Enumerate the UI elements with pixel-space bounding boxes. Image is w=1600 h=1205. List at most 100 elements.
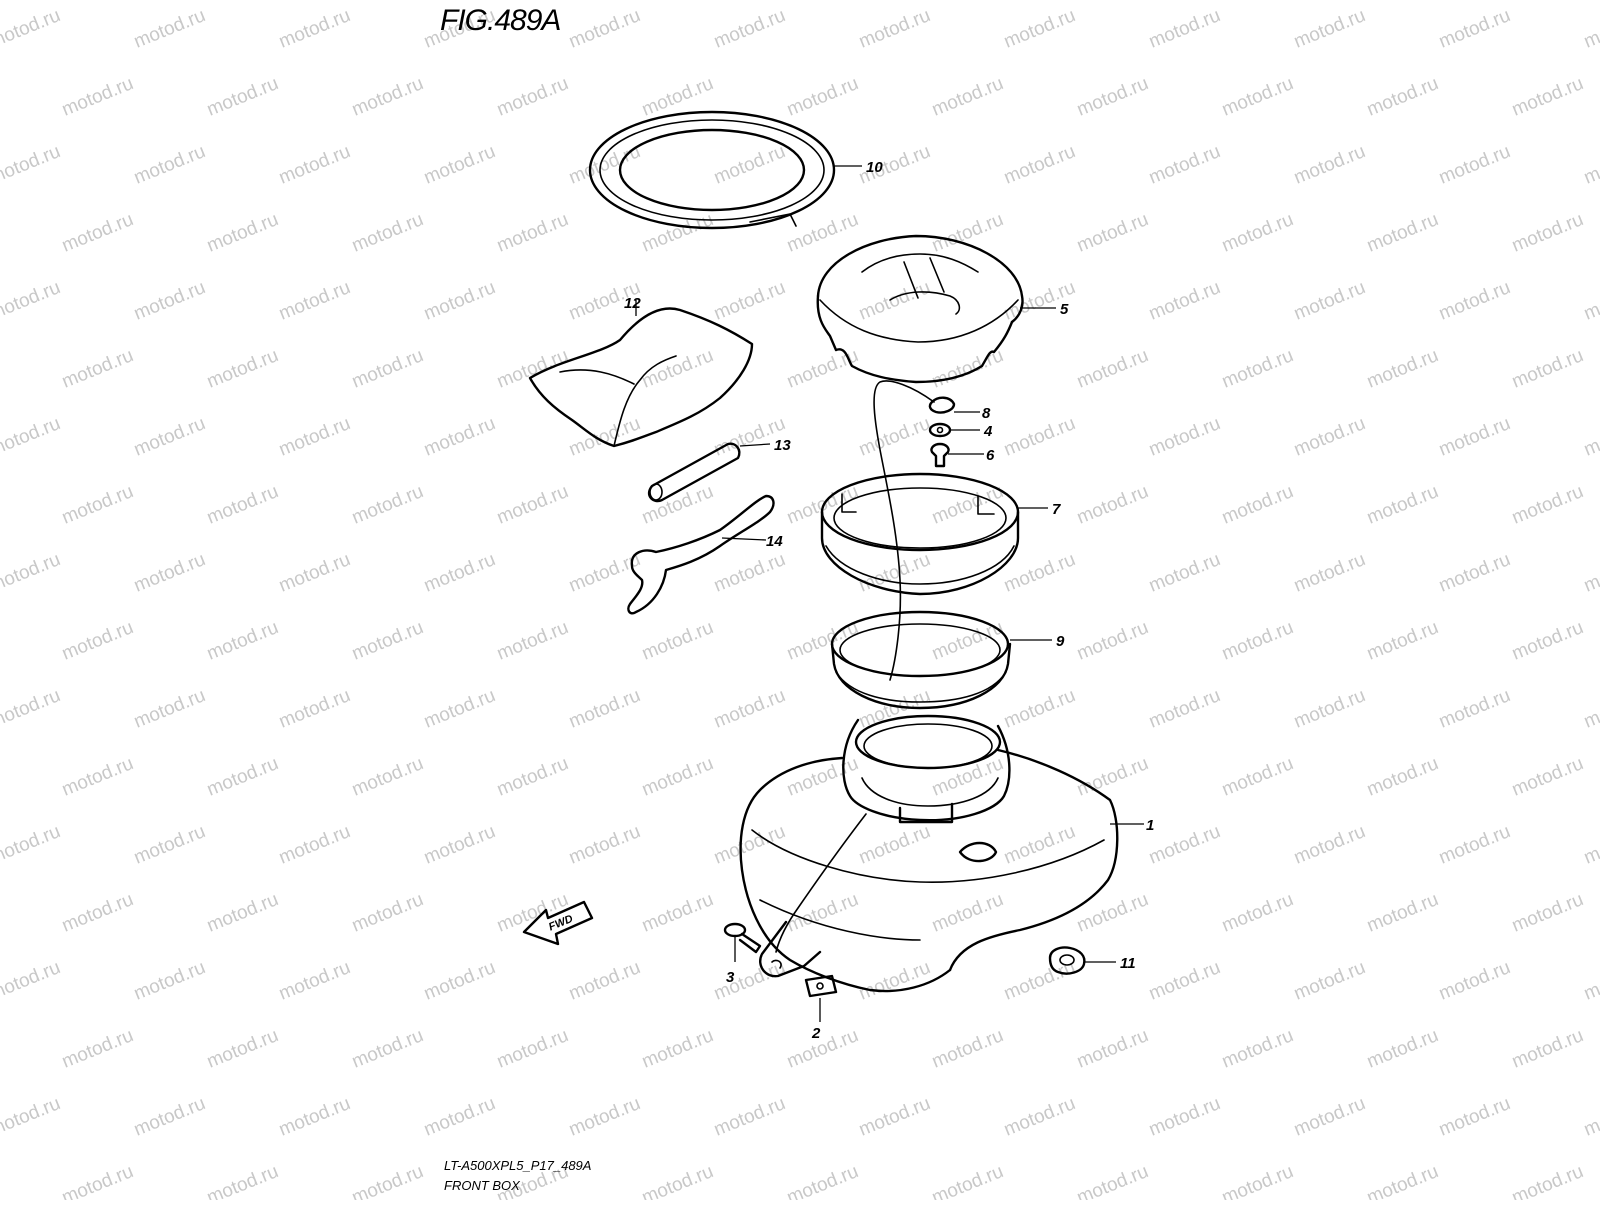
watermark-text: motod.ru (349, 889, 426, 937)
watermark-text: motod.ru (711, 685, 788, 733)
watermark-text: motod.ru (1581, 957, 1600, 1005)
ring-part (820, 472, 1020, 596)
watermark-text: motod.ru (929, 753, 1006, 801)
watermark-text: motod.ru (1364, 1025, 1441, 1073)
watermark-text: motod.ru (856, 957, 933, 1005)
watermark-text: motod.ru (349, 345, 426, 393)
watermark-text: motod.ru (1436, 277, 1513, 325)
model-code: LT-A500XPL5_P17_489A (444, 1158, 592, 1173)
watermark-text: motod.ru (1146, 413, 1223, 461)
watermark-text: motod.ru (349, 1025, 426, 1073)
watermark-text: motod.ru (1074, 481, 1151, 529)
watermark-text: motod.ru (639, 889, 716, 937)
watermark-text: motod.ru (784, 209, 861, 257)
watermark-text: motod.ru (1146, 685, 1223, 733)
watermark-text: motod.ru (1509, 209, 1586, 257)
watermark-text: motod.ru (131, 549, 208, 597)
callout-11: 11 (1120, 955, 1136, 972)
tool-bag-part (528, 307, 754, 448)
watermark-text: motod.ru (131, 821, 208, 869)
watermark-text: motod.ru (1364, 1161, 1441, 1200)
watermark-text: motod.ru (349, 209, 426, 257)
watermark-text: motod.ru (1364, 345, 1441, 393)
watermark-text: motod.ru (784, 1025, 861, 1073)
watermark-text: motod.ru (421, 821, 498, 869)
watermark-text: motod.ru (204, 345, 281, 393)
watermark-text: motod.ru (1074, 617, 1151, 665)
watermark-text: motod.ru (276, 821, 353, 869)
callout-1: 1 (1146, 817, 1154, 834)
watermark-text: motod.ru (0, 413, 63, 461)
watermark-text: motod.ru (276, 141, 353, 189)
watermark-text: motod.ru (1219, 889, 1296, 937)
callout-6: 6 (986, 447, 995, 464)
watermark-text: motod.ru (276, 685, 353, 733)
watermark-text: motod.ru (784, 1161, 861, 1200)
watermark-text: motod.ru (784, 889, 861, 937)
leader-lines (635, 165, 1144, 1022)
watermark-text: motod.ru (1291, 957, 1368, 1005)
watermark-text: motod.ru (276, 1093, 353, 1141)
watermark-text: motod.ru (856, 1093, 933, 1141)
watermark-text: motod.ru (856, 5, 933, 53)
watermark-text: motod.ru (1581, 413, 1600, 461)
watermark-text: motod.ru (349, 617, 426, 665)
watermark-text: motod.ru (0, 5, 63, 53)
watermark-text: motod.ru (494, 617, 571, 665)
watermark-text: motod.ru (1436, 685, 1513, 733)
watermark-text: motod.ru (349, 753, 426, 801)
watermark-text: motod.ru (929, 209, 1006, 257)
watermark-text: motod.ru (276, 277, 353, 325)
watermark-text: motod.ru (59, 73, 136, 121)
watermark-text: motod.ru (1436, 821, 1513, 869)
gasket-ring-part (830, 610, 1012, 710)
watermark-text: motod.ru (1436, 413, 1513, 461)
watermark-text: motod.ru (1364, 73, 1441, 121)
watermark-text: motod.ru (1291, 685, 1368, 733)
watermark-text: motod.ru (639, 1161, 716, 1200)
screw-part (723, 922, 762, 954)
watermark-text: motod.ru (131, 685, 208, 733)
watermark-text: motod.ru (1364, 753, 1441, 801)
watermark-text: motod.ru (1581, 1093, 1600, 1141)
watermark-text: motod.ru (639, 753, 716, 801)
watermark-text: motod.ru (494, 1025, 571, 1073)
watermark-text: motod.ru (784, 73, 861, 121)
watermark-text: motod.ru (204, 1161, 281, 1200)
watermark-text: motod.ru (1364, 481, 1441, 529)
watermark-text: motod.ru (59, 209, 136, 257)
watermark-text: motod.ru (0, 821, 63, 869)
watermark-text: motod.ru (131, 277, 208, 325)
watermark-text: motod.ru (929, 1025, 1006, 1073)
watermark-text: motod.ru (1074, 1161, 1151, 1200)
watermark-text: motod.ru (711, 549, 788, 597)
watermark-text: motod.ru (1146, 821, 1223, 869)
watermark-text: motod.ru (1436, 141, 1513, 189)
watermark-text: motod.ru (1219, 73, 1296, 121)
callout-2: 2 (811, 1025, 821, 1042)
watermark-text: motod.ru (929, 1161, 1006, 1200)
watermark-text: motod.ru (204, 73, 281, 121)
watermark-text: motod.ru (1074, 889, 1151, 937)
front-box-part (739, 714, 1119, 993)
watermark-text: motod.ru (0, 549, 63, 597)
watermark-text: motod.ru (1291, 413, 1368, 461)
watermark-text: motod.ru (1219, 481, 1296, 529)
watermark-text: motod.ru (59, 889, 136, 937)
watermark-text: motod.ru (204, 617, 281, 665)
callout-8: 8 (982, 405, 991, 422)
watermark-text: motod.ru (276, 413, 353, 461)
watermark-text: motod.ru (1146, 549, 1223, 597)
watermark-text: motod.ru (856, 821, 933, 869)
watermark-text: motod.ru (1001, 413, 1078, 461)
watermark-text: motod.ru (1436, 549, 1513, 597)
watermark-text: motod.ru (929, 889, 1006, 937)
watermark-text: motod.ru (1291, 1093, 1368, 1141)
callout-3: 3 (726, 969, 735, 986)
watermark-text: motod.ru (711, 821, 788, 869)
watermark-text: motod.ru (1219, 753, 1296, 801)
watermark-text: motod.ru (1146, 957, 1223, 1005)
rod-part (647, 442, 741, 503)
